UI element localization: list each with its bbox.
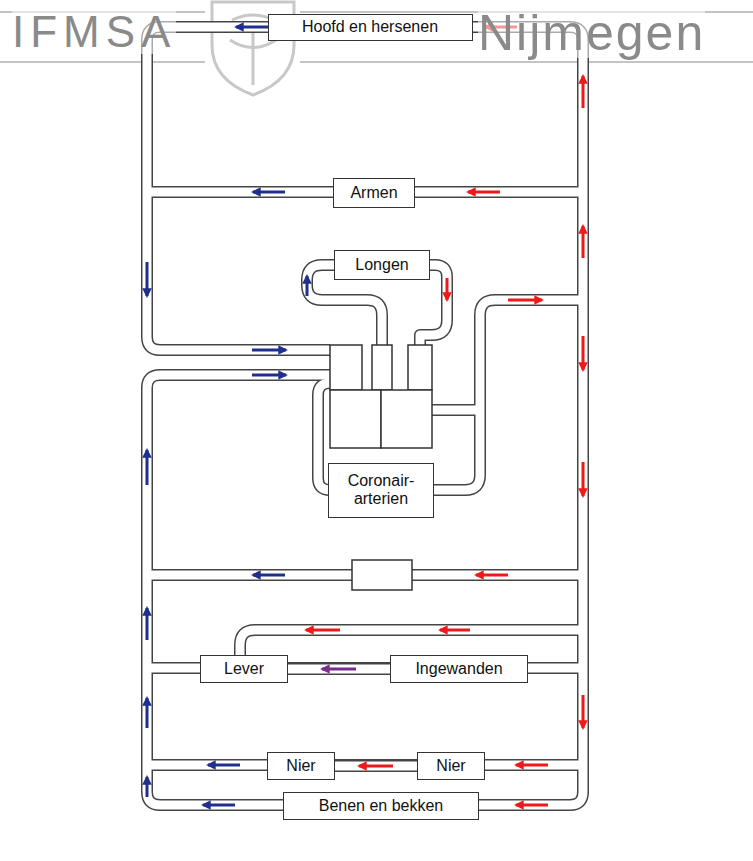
organ-box: Ingewanden — [390, 655, 528, 683]
watermark-rule — [0, 61, 205, 63]
organ-name: Lever — [224, 660, 264, 678]
flow-arrow — [582, 695, 585, 728]
flow-arrow — [582, 462, 585, 496]
watermark-text: IFMSA — [12, 10, 176, 54]
heart-atrium — [408, 345, 432, 390]
flow-arrows-red — [306, 27, 583, 805]
flow-arrow — [146, 450, 149, 485]
organ-box: Longen — [334, 250, 430, 280]
flow-arrow — [253, 191, 285, 194]
flow-arrow — [516, 804, 548, 807]
organ-box: Nier — [267, 752, 335, 780]
organ-name: Hoofd en hersenen — [302, 18, 438, 36]
flow-arrow — [516, 764, 548, 767]
flow-arrow — [203, 804, 235, 807]
flow-arrow — [146, 608, 149, 640]
vessel-outline — [335, 760, 417, 772]
flow-arrow — [322, 668, 356, 671]
organ-name: Coronair- arterien — [335, 472, 427, 509]
flow-arrow — [253, 574, 285, 577]
organ-box: Nier — [417, 752, 485, 780]
flow-arrow — [252, 349, 286, 352]
flow-arrow — [252, 374, 286, 377]
heart-atrium — [330, 345, 362, 390]
watermark-rule — [300, 61, 753, 63]
vessel-lumen — [335, 762, 417, 771]
organ-box: Coronair- arterien — [328, 463, 434, 518]
organ-name: Nier — [436, 757, 465, 775]
vessel-connector — [288, 669, 390, 670]
heart-ventricle — [330, 390, 381, 448]
vessel-outline — [288, 663, 390, 675]
flow-arrow — [508, 299, 542, 302]
flow-arrow — [359, 765, 393, 768]
heart — [330, 345, 432, 448]
flow-arrow — [236, 26, 268, 29]
vessel-connector — [335, 766, 417, 767]
organ-box: Hoofd en hersenen — [268, 14, 473, 41]
flow-arrow — [582, 76, 585, 108]
flow-arrows-blue — [147, 27, 307, 805]
heart-ventricle — [381, 390, 432, 448]
heart-vessel-root — [372, 345, 392, 390]
organ-name: Ingewanden — [415, 660, 502, 678]
flow-arrow — [146, 698, 149, 728]
vessel-lumen — [147, 27, 583, 805]
flow-arrow — [306, 629, 340, 632]
organ-name: Armen — [350, 184, 397, 202]
vessel-outline — [147, 27, 583, 805]
flow-arrow — [440, 629, 470, 632]
vessel-lumen — [288, 665, 390, 674]
flow-arrow — [146, 262, 149, 296]
organ-name: Benen en bekken — [319, 797, 444, 815]
empty-organ-box — [352, 560, 412, 590]
organ-name: Nier — [286, 757, 315, 775]
flow-arrow — [208, 764, 240, 767]
flow-arrow — [476, 574, 508, 577]
organ-box: Lever — [200, 655, 288, 683]
flow-arrow — [306, 276, 309, 296]
flow-arrow — [582, 226, 585, 258]
flow-arrow — [146, 777, 149, 797]
organ-box: Armen — [333, 178, 415, 208]
organ-name: Longen — [355, 256, 408, 274]
flow-arrow — [582, 336, 585, 370]
organ-box: Benen en bekken — [283, 792, 479, 820]
flow-arrow — [468, 191, 500, 194]
watermark-text: Nijmegen — [478, 8, 705, 58]
flow-arrow — [446, 278, 449, 300]
